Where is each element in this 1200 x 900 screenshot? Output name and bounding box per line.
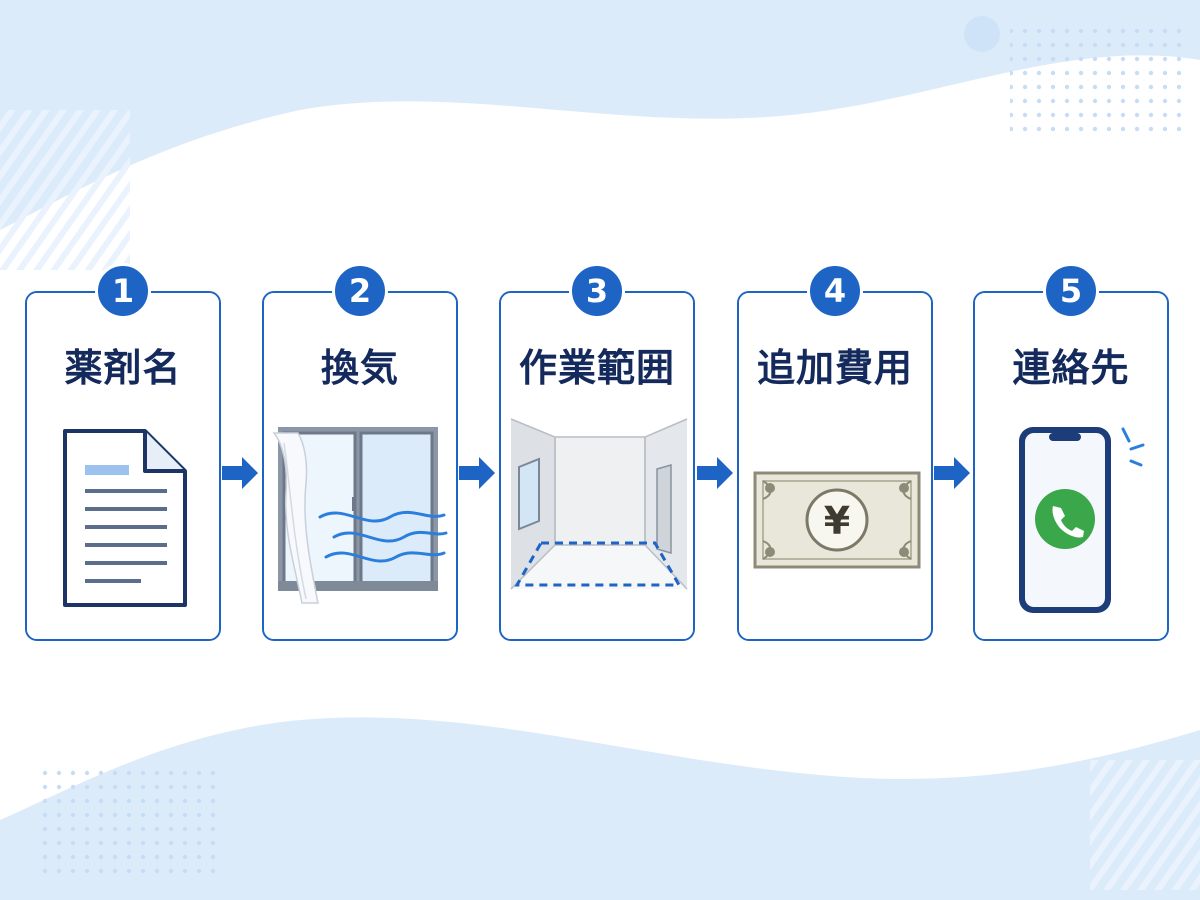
step-body bbox=[501, 403, 693, 639]
arrow-right-icon bbox=[222, 457, 258, 489]
step-card-5: 5 連絡先 bbox=[973, 263, 1169, 641]
arrow-right-icon bbox=[934, 457, 970, 489]
step-title: 換気 bbox=[320, 346, 399, 390]
step-body bbox=[264, 403, 456, 639]
step-card-3: 3 作業範囲 bbox=[499, 263, 695, 641]
top-wave bbox=[0, 0, 1200, 230]
document-icon bbox=[63, 429, 187, 607]
step-number-badge: 2 bbox=[332, 263, 388, 319]
arrow-right-icon bbox=[459, 457, 495, 489]
window-ventilation-icon bbox=[272, 427, 448, 604]
step-body bbox=[27, 403, 219, 639]
yen-symbol: ¥ bbox=[824, 499, 850, 543]
yen-banknote-icon: ¥ bbox=[753, 471, 921, 569]
bottom-wave bbox=[0, 717, 1200, 900]
step-title: 追加費用 bbox=[756, 346, 913, 390]
arrow-right-icon bbox=[697, 457, 733, 489]
room-area-icon bbox=[510, 418, 688, 590]
step-number-badge: 3 bbox=[569, 263, 625, 319]
step-title: 薬剤名 bbox=[64, 346, 182, 390]
smartphone-call-icon bbox=[1019, 427, 1145, 613]
step-title: 連絡先 bbox=[1012, 346, 1130, 390]
step-body bbox=[975, 403, 1167, 639]
step-number-badge: 4 bbox=[807, 263, 863, 319]
step-number-badge: 1 bbox=[95, 263, 151, 319]
step-title: 作業範囲 bbox=[518, 346, 675, 390]
step-card-1: 1 薬剤名 bbox=[25, 263, 221, 641]
step-card-2: 2 換気 bbox=[262, 263, 458, 641]
step-card-4: ¥ 4 追加費用 bbox=[737, 263, 933, 641]
step-body: ¥ bbox=[739, 403, 931, 639]
step-number-badge: 5 bbox=[1043, 263, 1099, 319]
